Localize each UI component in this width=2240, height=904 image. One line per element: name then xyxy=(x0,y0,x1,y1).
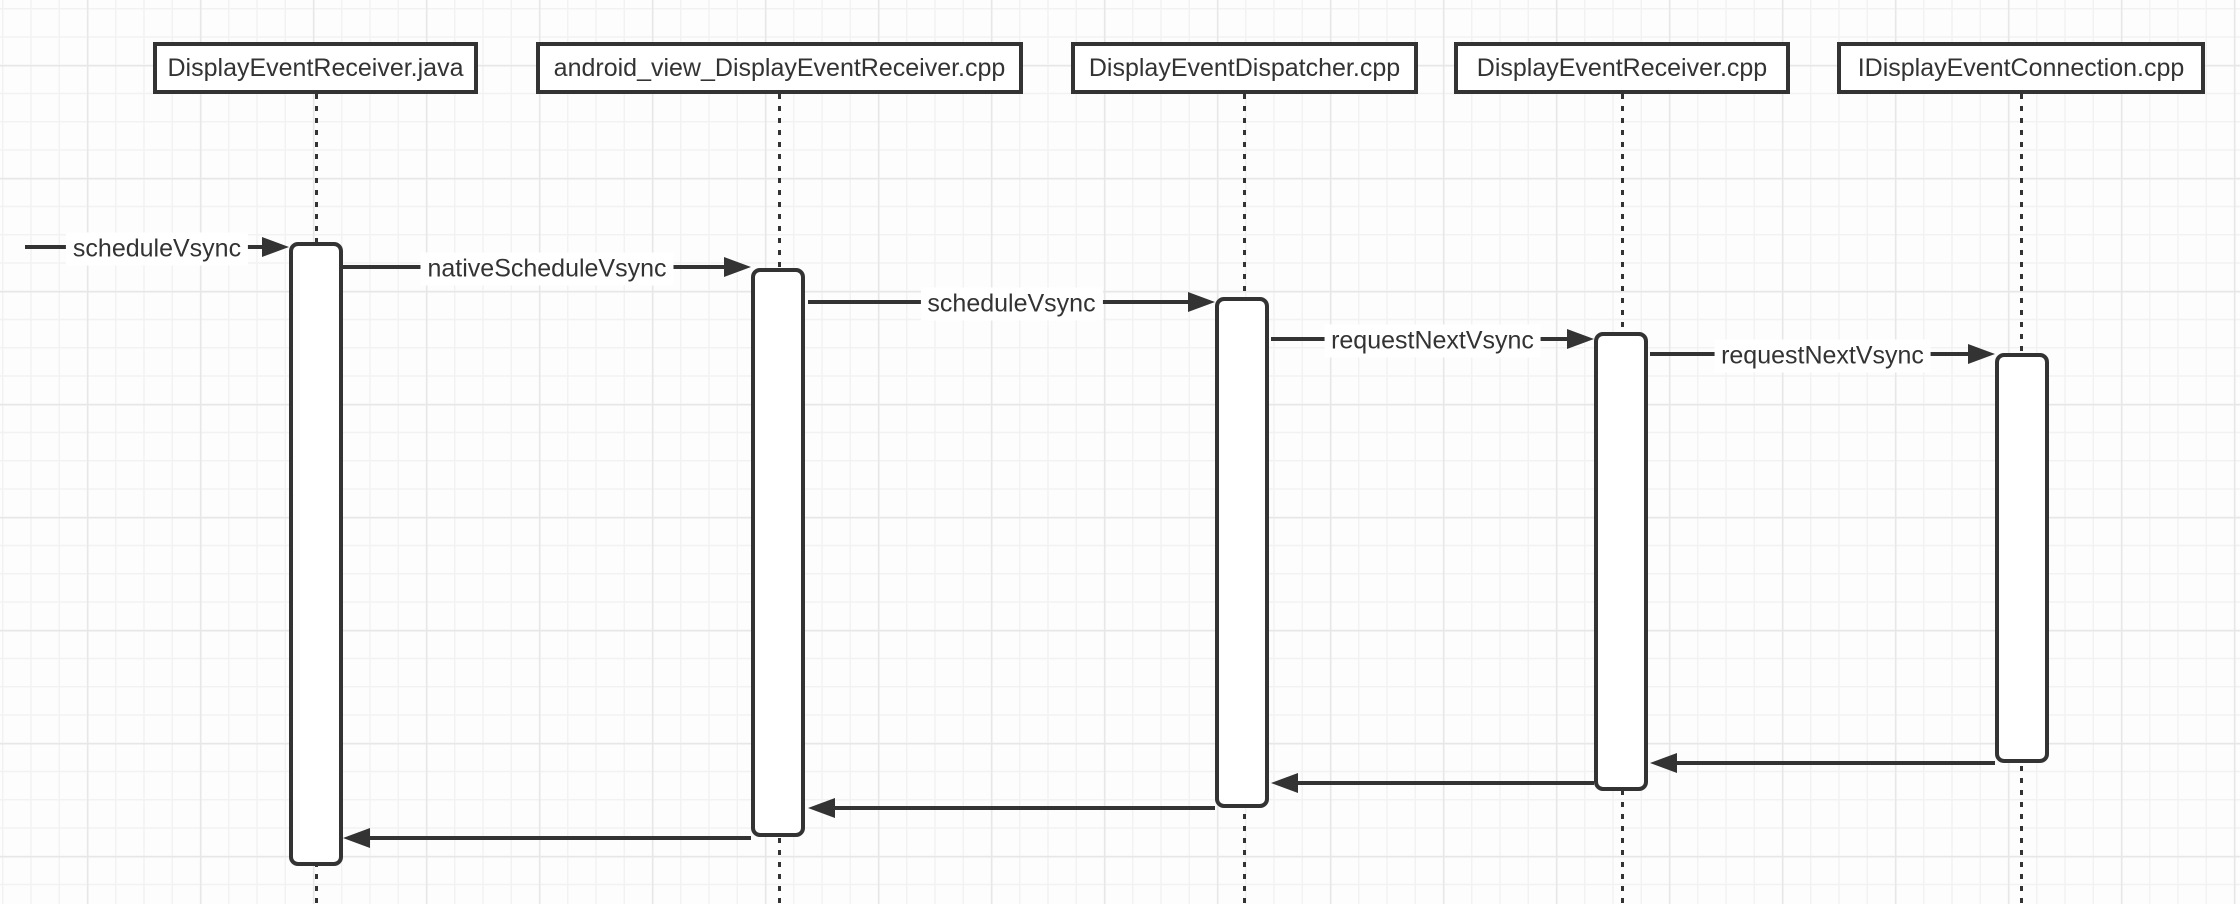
arrow-line xyxy=(1673,761,1995,765)
arrowhead-icon xyxy=(1968,344,1995,364)
participant-label: DisplayEventReceiver.java xyxy=(167,53,464,82)
arrow-line xyxy=(831,806,1215,810)
participant-label: android_view_DisplayEventReceiver.cpp xyxy=(553,53,1006,82)
participant-label: DisplayEventDispatcher.cpp xyxy=(1088,53,1401,82)
message-label[interactable]: scheduleVsync xyxy=(920,287,1103,321)
participant-box[interactable]: DisplayEventReceiver.cpp xyxy=(1454,42,1790,94)
activation-bar[interactable] xyxy=(751,268,805,837)
participant-label: DisplayEventReceiver.cpp xyxy=(1476,53,1768,82)
arrow-line xyxy=(366,836,751,840)
arrowhead-icon xyxy=(343,828,370,848)
participant-box[interactable]: android_view_DisplayEventReceiver.cpp xyxy=(536,42,1023,94)
arrowhead-icon xyxy=(724,257,751,277)
arrowhead-icon xyxy=(262,237,289,257)
message-label[interactable]: requestNextVsync xyxy=(1714,339,1931,373)
message-label[interactable]: nativeScheduleVsync xyxy=(420,252,674,286)
arrowhead-icon xyxy=(1567,329,1594,349)
arrowhead-icon xyxy=(808,798,835,818)
arrowhead-icon xyxy=(1188,292,1215,312)
arrow-line xyxy=(1294,781,1594,785)
activation-bar[interactable] xyxy=(1594,332,1648,791)
activation-bar[interactable] xyxy=(289,242,343,866)
arrowhead-icon xyxy=(1650,753,1677,773)
participant-box[interactable]: DisplayEventDispatcher.cpp xyxy=(1071,42,1418,94)
activation-bar[interactable] xyxy=(1215,297,1269,808)
participant-box[interactable]: IDisplayEventConnection.cpp xyxy=(1837,42,2205,94)
message-label[interactable]: requestNextVsync xyxy=(1324,324,1541,358)
participant-box[interactable]: DisplayEventReceiver.java xyxy=(153,42,478,94)
participant-label: IDisplayEventConnection.cpp xyxy=(1857,53,2185,82)
message-label[interactable]: scheduleVsync xyxy=(65,232,249,266)
activation-bar[interactable] xyxy=(1995,353,2049,763)
arrowhead-icon xyxy=(1271,773,1298,793)
